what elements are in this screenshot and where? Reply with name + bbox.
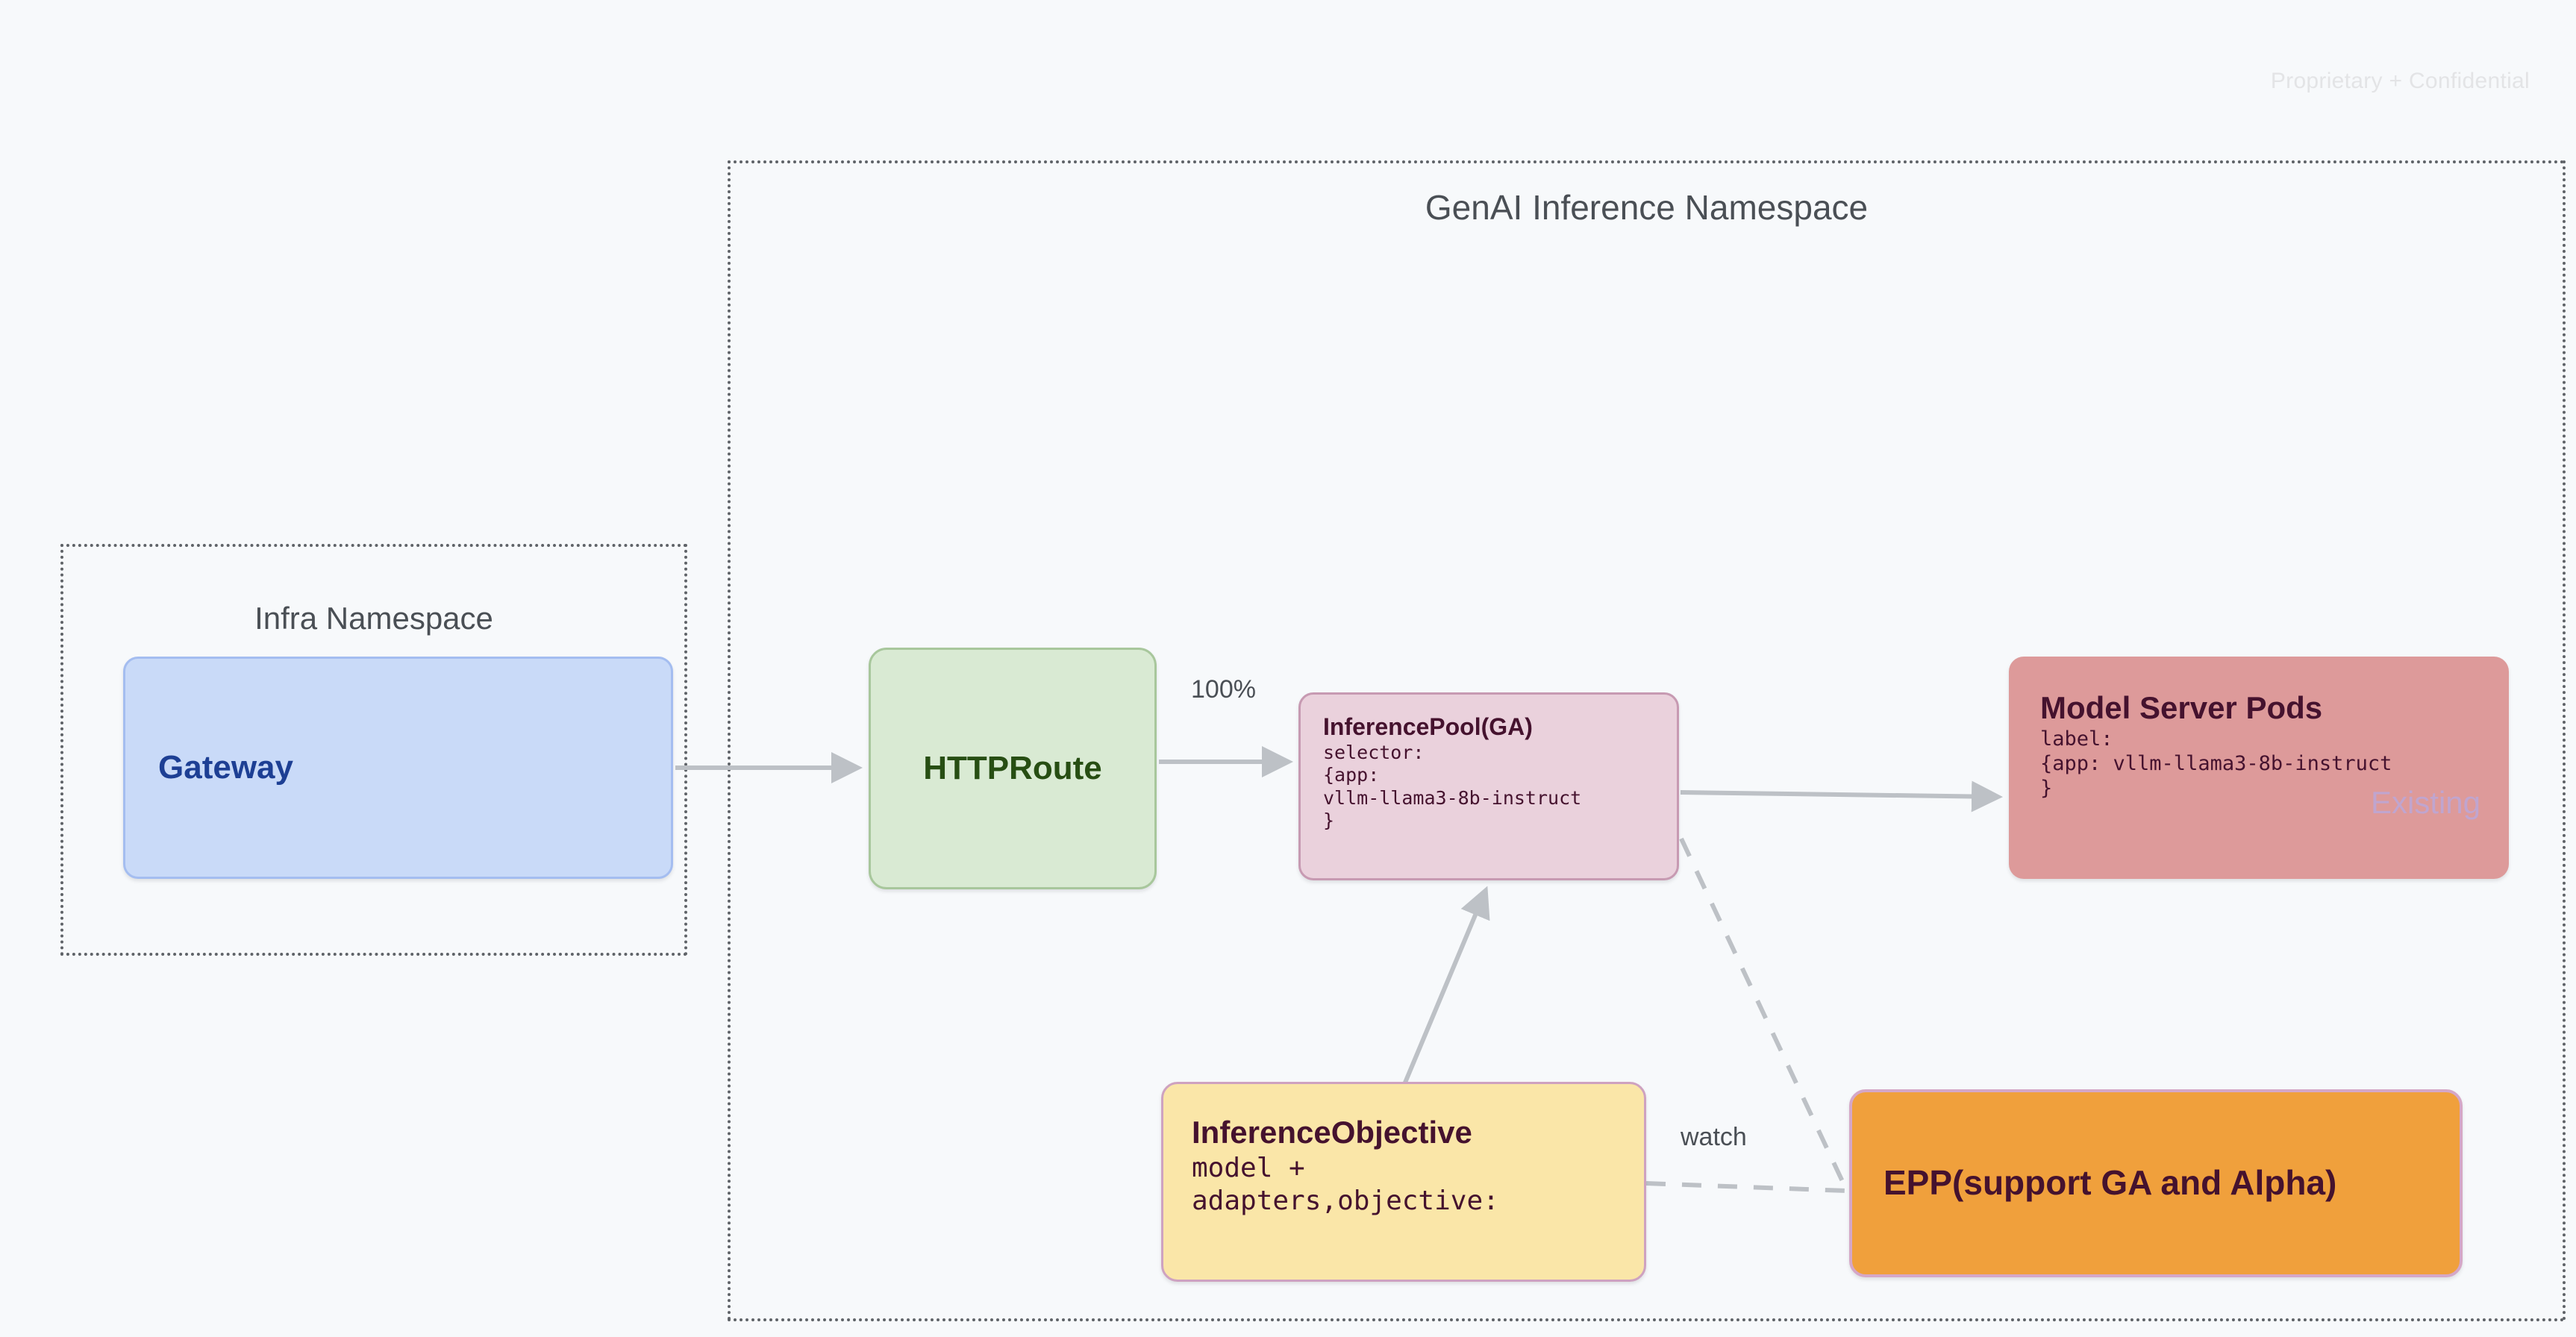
confidential-watermark: Proprietary + Confidential [2270,69,2530,93]
epp-title: EPP(support GA and Alpha) [1883,1163,2337,1203]
model-server-pods-title: Model Server Pods [2040,690,2323,725]
inference-objective-spec: model + adapters,objective: [1192,1153,1499,1217]
edge-label-watch: watch [1681,1123,1747,1151]
edge-label-traffic-weight: 100% [1191,675,1256,704]
infra-namespace-title: Infra Namespace [254,601,493,636]
node-httproute[interactable]: HTTPRoute [869,648,1157,889]
inference-objective-title: InferenceObjective [1192,1115,1472,1150]
existing-badge: Existing [2370,785,2480,820]
gateway-title: Gateway [158,749,293,786]
node-inference-objective[interactable]: InferenceObjective model + adapters,obje… [1161,1082,1646,1282]
node-epp[interactable]: EPP(support GA and Alpha) [1849,1089,2463,1277]
genai-namespace-title: GenAI Inference Namespace [1425,188,1869,227]
node-model-server-pods[interactable]: Model Server Pods label: {app: vllm-llam… [2009,657,2509,879]
node-gateway[interactable]: Gateway [123,657,673,879]
model-server-pods-label-spec: label: {app: vllm-llama3-8b-instruct } [2040,727,2392,801]
httproute-title: HTTPRoute [923,750,1102,787]
infra-namespace-container: Infra Namespace [60,544,687,956]
inferencepool-selector-spec: selector: {app: vllm-llama3-8b-instruct … [1323,741,1582,832]
genai-namespace-container: GenAI Inference Namespace [728,160,2566,1321]
node-inferencepool[interactable]: InferencePool(GA) selector: {app: vllm-l… [1298,692,1679,880]
inferencepool-title: InferencePool(GA) [1323,713,1533,740]
